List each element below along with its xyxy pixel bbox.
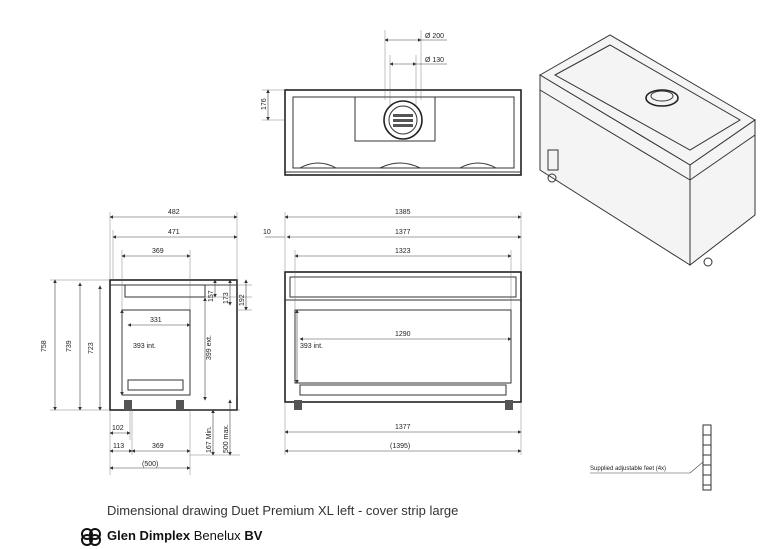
company-region: Benelux xyxy=(193,528,241,543)
side-dim-482: 482 xyxy=(168,209,180,216)
front-dim-1290: 1290 xyxy=(395,331,411,338)
side-dim-500-paren: (500) xyxy=(142,461,158,468)
side-dim-102: 102 xyxy=(112,425,124,432)
front-dim-1377-bottom: 1377 xyxy=(395,424,411,431)
company-name: Glen Dimplex Benelux BV xyxy=(107,528,262,543)
company-brand: Glen Dimplex xyxy=(107,528,191,543)
front-dim-10: 10 xyxy=(263,229,271,236)
side-dim-369-bottom: 369 xyxy=(152,443,164,450)
front-dim-1395-paren: (1395) xyxy=(390,443,410,450)
front-dim-1323: 1323 xyxy=(395,248,411,255)
side-dim-113: 113 xyxy=(113,443,124,450)
front-dim-393-int: 393 int. xyxy=(300,343,323,350)
side-dim-739: 739 xyxy=(66,340,73,352)
company-suffix: BV xyxy=(244,528,263,543)
side-dim-758: 758 xyxy=(41,340,48,352)
adjustable-foot-detail: Supplied adjustable feet (4x) xyxy=(590,424,712,491)
isometric-view xyxy=(539,34,756,267)
top-dim-d200: Ø 200 xyxy=(425,33,444,40)
front-dim-1377-top: 1377 xyxy=(395,229,411,236)
top-dim-176: 176 xyxy=(261,98,268,110)
side-dim-192: 192 xyxy=(239,294,246,306)
side-dim-393-int: 393 int. xyxy=(133,343,156,350)
side-dim-399-ext: 399 ext. xyxy=(206,335,213,360)
side-dim-471: 471 xyxy=(168,229,180,236)
top-view: Ø 200 Ø 130 176 xyxy=(261,30,522,176)
side-dim-173: 173 xyxy=(223,292,230,304)
glen-dimplex-knot-logo xyxy=(81,528,101,546)
side-dim-723: 723 xyxy=(88,342,95,354)
front-dim-1385: 1385 xyxy=(395,209,411,216)
top-dim-d130: Ø 130 xyxy=(425,57,444,64)
side-view: 482 471 369 331 157 173 192 393 int. 399… xyxy=(41,209,252,475)
side-dim-369-top: 369 xyxy=(152,248,164,255)
side-dim-157-top: 157 xyxy=(208,290,215,302)
side-dim-167-min: 167 Min. xyxy=(206,426,213,453)
side-dim-331: 331 xyxy=(150,317,162,324)
side-dim-500-max: 500 max. xyxy=(223,424,230,453)
feet-note: Supplied adjustable feet (4x) xyxy=(590,466,666,472)
drawing-caption: Dimensional drawing Duet Premium XL left… xyxy=(107,503,459,518)
front-view: 1385 10 1377 1323 1290 393 int. 1377 (13… xyxy=(263,209,522,455)
